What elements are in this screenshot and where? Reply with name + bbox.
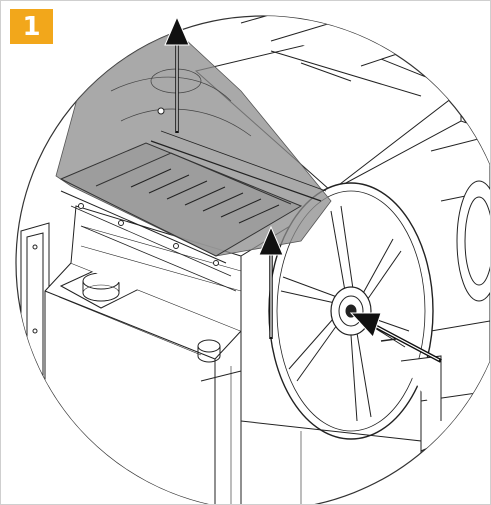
lift-arrow-lower [258, 225, 284, 339]
lift-arrow-upper [164, 15, 190, 133]
fan-wheel [268, 182, 434, 440]
front-guard-rails [60, 190, 237, 292]
step-number-badge: 1 [10, 9, 53, 44]
hub-pointer-arrow [349, 312, 442, 363]
drain-plug [197, 339, 221, 363]
removable-grate-assembly [55, 25, 332, 257]
